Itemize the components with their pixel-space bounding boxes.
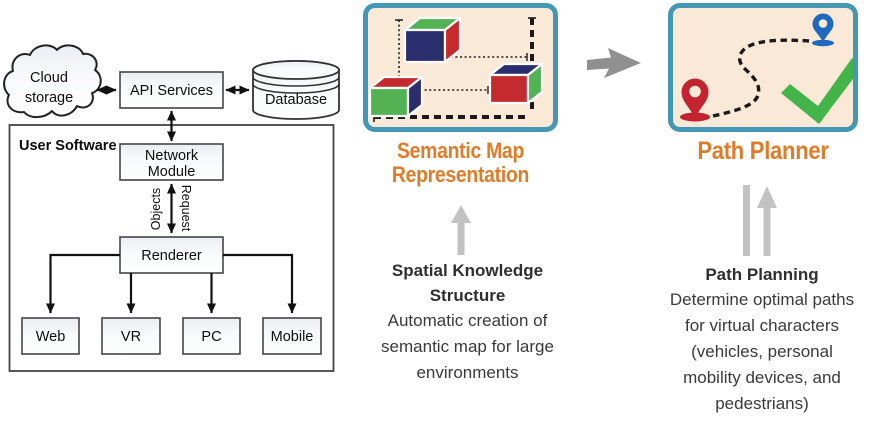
- flow-right-arrow-shape: [587, 48, 641, 78]
- cube1-front-face: [403, 28, 447, 64]
- blue-pin-base: [812, 39, 834, 47]
- pc-box: [182, 317, 241, 355]
- mobile-box: [262, 317, 322, 355]
- renderer-box: [119, 236, 224, 274]
- mobile-label: Mobile: [271, 329, 314, 345]
- cube3-front-face: [488, 73, 530, 105]
- up-arrow-shape: [451, 205, 471, 255]
- system-flow-diagram: User Software Cloud storage API Services…: [3, 44, 340, 372]
- network-module-label-line1: Network: [145, 148, 199, 164]
- pc-label: PC: [201, 329, 221, 345]
- web-label: Web: [36, 329, 66, 345]
- cube2-right-face: [406, 75, 424, 118]
- path-planning-description: Determine optimal paths for virtual char…: [669, 290, 855, 413]
- renderer-mobile-arrow: [223, 253, 297, 314]
- cloud-label-line2: storage: [25, 90, 73, 106]
- database-cylinder-top: [252, 60, 340, 80]
- check-icon: [781, 58, 853, 124]
- cube3-right-face: [526, 62, 544, 105]
- network-module-label-line2: Module: [148, 164, 196, 180]
- cube1-right-face: [443, 16, 462, 64]
- cube-top-left-icon: [403, 16, 462, 64]
- up-arrow-icon: [451, 205, 471, 255]
- network-module-box: [119, 143, 224, 181]
- red-pin-body: [681, 78, 709, 118]
- cube-right-icon: [488, 62, 544, 105]
- cube-bottom-left-icon: [368, 75, 424, 118]
- path-planner-illustration: [680, 13, 853, 124]
- semantic-map-title-line2: Representation: [391, 162, 530, 187]
- spatial-knowledge-description: Automatic creation of semantic map for l…: [381, 311, 554, 382]
- bar-and-up-arrow-icon: [743, 185, 777, 256]
- database-disk-line-1: [252, 76, 340, 87]
- semantic-map-title: Semantic Map Representation: [375, 139, 547, 187]
- renderer-web-arrow: [46, 253, 120, 314]
- cloud-label-line1: Cloud: [30, 70, 68, 86]
- semantic-map-title-line1: Semantic Map: [396, 138, 525, 163]
- path-planning-heading: Path Planning: [705, 265, 819, 284]
- cube2-front-face: [368, 86, 410, 118]
- spatial-knowledge-heading: Spatial Knowledge Structure: [391, 261, 544, 305]
- blue-pin-hole: [818, 19, 828, 28]
- up-arrow-shape-right: [757, 186, 777, 256]
- web-box: [21, 317, 80, 355]
- user-software-label: User Software: [19, 138, 117, 154]
- path-planner-panel: [668, 3, 858, 132]
- red-pin-icon: [680, 78, 710, 122]
- vr-box: [101, 317, 161, 355]
- objects-label: Objects: [149, 188, 163, 230]
- path-planner-title: Path Planner: [697, 137, 829, 165]
- blue-pin-icon: [812, 13, 834, 47]
- request-label: Request: [179, 185, 193, 232]
- semantic-map-illustration: [368, 16, 544, 122]
- cloud-shape: [3, 44, 102, 119]
- red-pin-hole: [689, 85, 701, 98]
- renderer-label: Renderer: [141, 248, 202, 264]
- database-label: Database: [265, 92, 327, 108]
- api-services-label: API Services: [130, 83, 213, 99]
- spatial-knowledge-caption: Spatial Knowledge Structure Automatic cr…: [360, 258, 575, 386]
- flow-right-arrow-icon: [587, 48, 641, 78]
- vertical-bar-shape: [743, 185, 750, 256]
- semantic-map-panel: [363, 3, 558, 132]
- path-planning-caption: Path Planning Determine optimal paths fo…: [662, 262, 862, 417]
- route-dashed-path: [712, 38, 812, 118]
- database-disk-line-2: [252, 83, 340, 94]
- vr-label: VR: [121, 329, 141, 345]
- api-services-box: [119, 71, 224, 109]
